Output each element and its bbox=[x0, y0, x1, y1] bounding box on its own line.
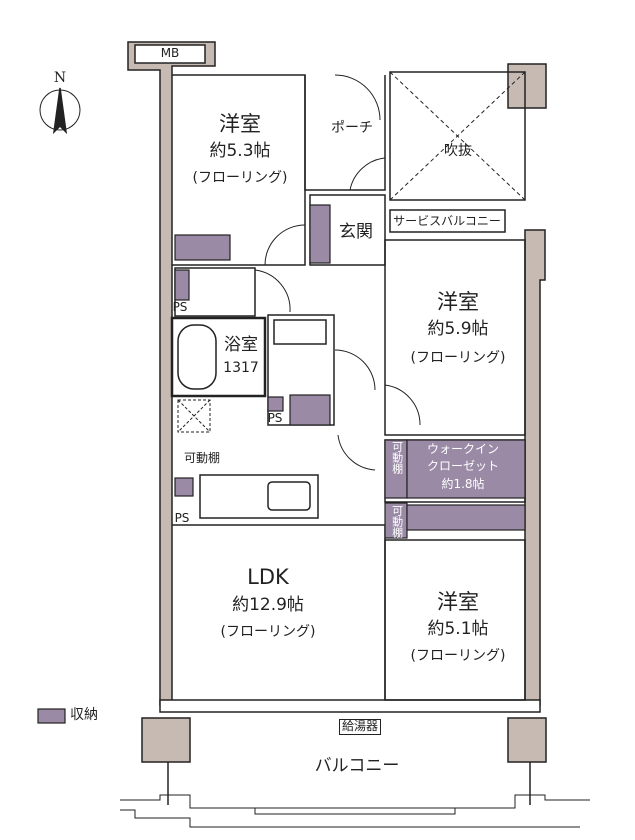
bath-name: 浴室 bbox=[224, 335, 258, 355]
ps-label: PS bbox=[174, 511, 190, 525]
western1-floor: (フローリング) bbox=[192, 170, 288, 186]
storage bbox=[309, 204, 331, 264]
western3-floor: (フローリング) bbox=[410, 648, 506, 664]
bathtub-icon bbox=[177, 324, 217, 390]
balcony-label: バルコニー bbox=[314, 756, 400, 776]
sink-icon bbox=[267, 481, 311, 511]
compass-north-label: N bbox=[53, 70, 67, 86]
storage bbox=[289, 394, 331, 426]
movable-shelf-label: 可動棚 bbox=[390, 505, 404, 538]
porch-label: ポーチ bbox=[331, 120, 373, 136]
bath-size: 1317 bbox=[223, 360, 259, 376]
western3-size: 約5.1帖 bbox=[427, 619, 489, 639]
western2-name: 洋室 bbox=[437, 290, 479, 314]
storage bbox=[406, 439, 526, 499]
storage bbox=[174, 269, 190, 301]
void-label: 吹抜 bbox=[444, 143, 472, 159]
wic-size: 約1.8帖 bbox=[441, 477, 485, 491]
western3-name: 洋室 bbox=[437, 590, 479, 614]
storage bbox=[267, 396, 284, 412]
western1-size: 約5.3帖 bbox=[209, 141, 271, 161]
ps-label: PS bbox=[267, 411, 283, 425]
ps-label: PS bbox=[172, 300, 188, 314]
movable-shelf-label: 可動棚 bbox=[183, 451, 221, 465]
ldk-name: LDK bbox=[247, 565, 289, 589]
mb-label: MB bbox=[160, 46, 180, 60]
storage bbox=[406, 504, 526, 531]
wall-right bbox=[524, 229, 546, 706]
western1-name: 洋室 bbox=[219, 112, 261, 136]
water-heater-label: 給湯器 bbox=[338, 719, 382, 735]
mb-box bbox=[134, 44, 206, 64]
service-balcony-label: サービスバルコニー bbox=[393, 214, 501, 228]
western2-floor: (フローリング) bbox=[410, 350, 506, 366]
wall-column bbox=[507, 717, 547, 763]
legend-swatch bbox=[37, 708, 66, 724]
wall-column bbox=[507, 63, 547, 109]
western2-size: 約5.9帖 bbox=[427, 319, 489, 339]
ldk-floor: (フローリング) bbox=[220, 624, 316, 640]
movable-shelf-label: 可動棚 bbox=[390, 441, 404, 474]
wall-column bbox=[141, 717, 191, 763]
wall-bottom bbox=[159, 699, 541, 713]
storage bbox=[174, 477, 194, 497]
ldk-size: 約12.9帖 bbox=[232, 595, 304, 615]
wic-line2: クローゼット bbox=[426, 459, 500, 473]
legend-storage-label: 収納 bbox=[70, 707, 98, 723]
storage bbox=[174, 234, 231, 261]
entrance-label: 玄関 bbox=[339, 222, 373, 242]
wic-line1: ウォークイン bbox=[426, 442, 500, 456]
